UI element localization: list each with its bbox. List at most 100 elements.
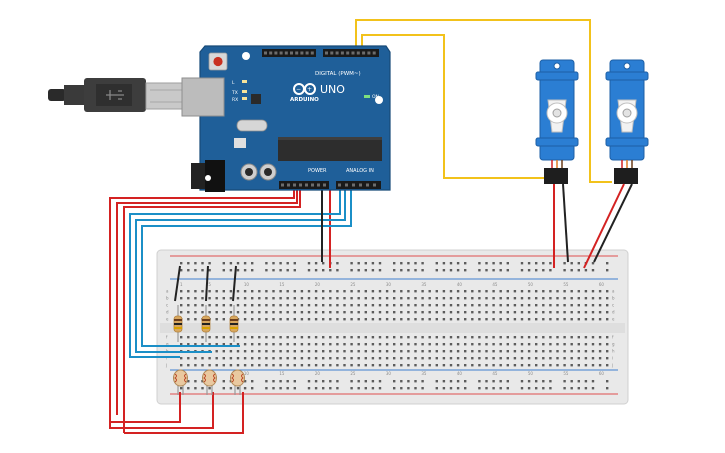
row-letter: a — [166, 289, 169, 294]
blue-wire-a1[interactable] — [135, 189, 346, 353]
servo-1-black-wire[interactable] — [562, 183, 569, 263]
red-wire-2[interactable] — [116, 189, 298, 415]
usb-metal-connector — [145, 82, 187, 110]
breadboard-holes — [180, 262, 609, 390]
row-letter: e — [166, 317, 169, 322]
column-number: 55 — [563, 282, 569, 287]
servo-2-connector[interactable] — [614, 168, 638, 184]
resistor-1[interactable] — [173, 305, 183, 342]
column-number: 10 — [244, 371, 250, 376]
row-letter: d — [612, 310, 615, 315]
column-number: 35 — [421, 282, 427, 287]
photoresistor-3[interactable] — [230, 369, 245, 395]
reset-button-cap[interactable] — [213, 56, 223, 67]
breadboard-trench — [160, 323, 625, 333]
arduino-uno-board[interactable]: DIGITAL (PWM~) L TX RX − + UNO ARDUINO O… — [181, 45, 391, 192]
photoresistor-2[interactable] — [202, 369, 217, 395]
blue-wire-a0[interactable] — [129, 189, 341, 358]
column-number: 20 — [315, 371, 321, 376]
led-label-tx: TX — [231, 90, 238, 96]
led-label-rx: RX — [232, 97, 238, 103]
red-wire-3[interactable] — [123, 189, 301, 408]
servo-2[interactable] — [605, 59, 649, 184]
yellow-wire-servo-2[interactable] — [355, 19, 612, 183]
red-wire-2-bottom[interactable] — [117, 392, 214, 429]
column-number: 55 — [563, 371, 569, 376]
row-letter: f — [166, 335, 168, 340]
column-number: 5 — [208, 282, 211, 287]
led-l — [242, 80, 247, 83]
red-wire-1-bottom[interactable] — [110, 392, 181, 423]
column-number: 45 — [492, 371, 498, 376]
row-letter: j — [611, 363, 613, 368]
photoresistors[interactable] — [173, 369, 245, 395]
mount-hole — [242, 52, 250, 60]
red-wire-join-1 — [109, 422, 117, 429]
svg-text:−: − — [296, 86, 301, 93]
row-letter: c — [166, 303, 168, 308]
row-letter: d — [166, 310, 169, 315]
column-number: 45 — [492, 282, 498, 287]
yellow-wire-servo-1[interactable] — [361, 34, 545, 179]
row-letter: e — [612, 317, 615, 322]
servo-1[interactable] — [535, 59, 579, 184]
row-letter: i — [612, 356, 613, 361]
servo-2-red-wire[interactable] — [583, 183, 625, 269]
breadboard[interactable]: 1155101015152020252530303535404045455050… — [156, 249, 629, 405]
row-letter: b — [166, 296, 169, 301]
photoresistor-1[interactable] — [173, 369, 188, 395]
resistors[interactable] — [173, 305, 239, 342]
black-wire-r2[interactable] — [205, 265, 209, 302]
resistor-2[interactable] — [201, 305, 211, 342]
header-pins-power — [279, 181, 329, 189]
resistor-3[interactable] — [229, 305, 239, 342]
servo-2-black-wire[interactable] — [593, 183, 633, 263]
digital-pin-holes — [264, 51, 376, 55]
column-number: 25 — [350, 282, 356, 287]
black-wire-r3[interactable] — [232, 265, 237, 302]
row-letter: b — [612, 296, 615, 301]
column-number: 15 — [279, 282, 285, 287]
brand-label: ARDUINO — [290, 97, 319, 103]
svg-text:+: + — [307, 86, 312, 93]
row-letter: g — [612, 342, 615, 347]
servo-power-wires[interactable] — [553, 183, 633, 269]
mount-hole — [205, 175, 211, 181]
red-wires[interactable] — [109, 189, 331, 434]
blue-wires[interactable] — [129, 189, 352, 358]
row-letter: h — [612, 349, 615, 354]
black-wire-r1[interactable] — [174, 265, 181, 302]
column-number: 50 — [528, 282, 534, 287]
power-header-label: POWER — [308, 168, 327, 174]
regulator — [234, 138, 246, 148]
digital-header-label: DIGITAL (PWM~) — [315, 71, 361, 77]
column-number: 60 — [599, 371, 605, 376]
usb-cable[interactable] — [48, 78, 187, 112]
led-on — [364, 95, 370, 98]
atmega-chip — [278, 137, 382, 161]
usb-port — [181, 77, 225, 117]
column-number: 1 — [180, 282, 183, 287]
column-number: 50 — [528, 371, 534, 376]
column-number: 10 — [244, 282, 250, 287]
row-letter: j — [165, 363, 167, 368]
yellow-wires[interactable] — [355, 19, 612, 183]
header-pins-analog — [336, 181, 381, 189]
column-number: 40 — [457, 371, 463, 376]
analog-header-label: ANALOG IN — [346, 168, 374, 174]
mount-hole — [375, 96, 383, 104]
header-pins-digital — [323, 49, 379, 57]
model-label: UNO — [320, 83, 345, 96]
row-letter: a — [612, 289, 615, 294]
cable-end — [48, 89, 66, 101]
red-wire-3-bottom[interactable] — [124, 392, 244, 434]
crystal — [236, 119, 268, 132]
black-wires[interactable] — [174, 189, 323, 302]
blue-wire-a2[interactable] — [141, 189, 352, 347]
red-wire-1[interactable] — [109, 189, 295, 422]
servo-1-connector[interactable] — [544, 168, 568, 184]
column-number: 30 — [386, 282, 392, 287]
row-letter: c — [612, 303, 614, 308]
row-letter: f — [612, 335, 614, 340]
